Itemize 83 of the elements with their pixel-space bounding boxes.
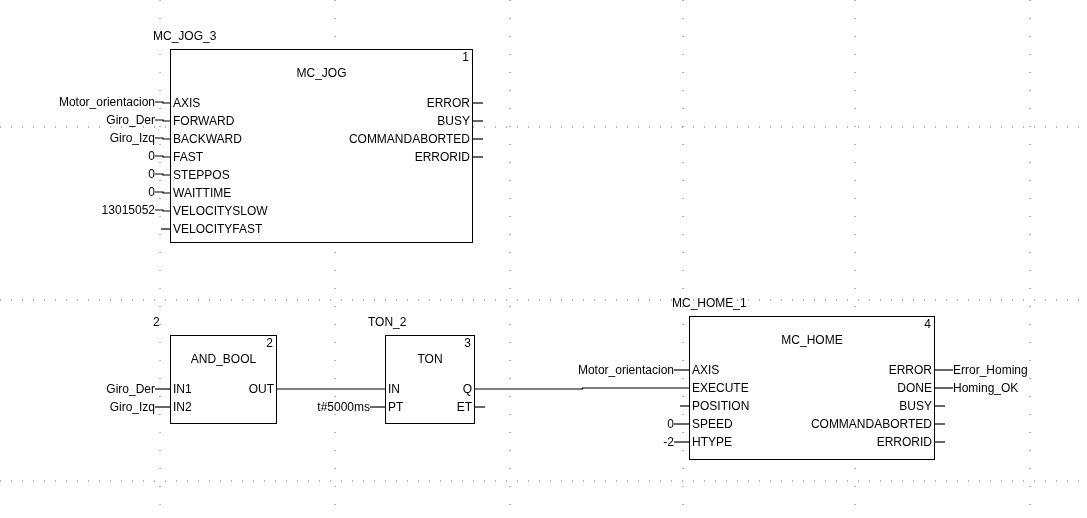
wire: [154, 173, 172, 176]
variable-value: 13015052: [101, 203, 155, 217]
output-pin-label: Q: [462, 382, 475, 396]
input-pin-label: PT: [386, 400, 404, 414]
output-pin-label: ERROR: [888, 363, 935, 377]
variable-value: 0: [148, 185, 155, 199]
input-pin-label: STEPPOS: [171, 168, 230, 182]
instance-name: MC_JOG_3: [153, 29, 217, 43]
wire: [934, 423, 946, 425]
block-number: 3: [464, 336, 471, 350]
wire: [474, 406, 486, 408]
wire: [472, 156, 484, 158]
output-pin-label: BUSY: [899, 399, 935, 413]
input-pin-label: WAITTIME: [171, 186, 232, 200]
input-pin-label: FORWARD: [171, 114, 235, 128]
wire: [673, 423, 691, 425]
instance-name: 2: [153, 315, 160, 329]
block-number: 1: [462, 50, 469, 64]
block-type-name: MC_HOME: [780, 333, 844, 347]
input-pin-label: IN2: [171, 400, 192, 414]
wire: [934, 441, 946, 443]
wire: [934, 405, 946, 407]
variable-value: Giro_Izq: [109, 400, 155, 414]
variable-value: Giro_Der: [106, 382, 155, 396]
variable-value: Homing_OK: [953, 381, 1019, 395]
variable-value: Giro_Der: [106, 113, 155, 127]
input-pin-label: IN: [386, 382, 400, 396]
block-type-name: AND_BOOL: [189, 352, 258, 366]
output-pin-label: OUT: [248, 382, 277, 396]
variable-value: Motor_orientacion: [577, 363, 674, 377]
wire: [154, 137, 172, 140]
variable-value: 0: [148, 149, 155, 163]
variable-value: 0: [667, 417, 674, 431]
block-type-name: TON: [416, 352, 444, 366]
variable-value: 0: [148, 167, 155, 181]
output-pin-label: ERROR: [426, 96, 473, 110]
wire: [369, 406, 387, 408]
wire: [160, 228, 172, 230]
input-pin-label: BACKWARD: [171, 132, 242, 146]
input-pin-label: AXIS: [690, 363, 720, 377]
output-pin-label: DONE: [897, 381, 935, 395]
variable-value: -2: [663, 435, 674, 449]
variable-value: t#5000ms: [317, 400, 370, 414]
wire: [472, 138, 484, 140]
output-pin-label: ERRORID: [414, 150, 473, 164]
output-pin-label: COMMANDABORTED: [810, 417, 935, 431]
variable-value: Error_Homing: [953, 363, 1028, 377]
wire: [472, 102, 484, 104]
wire: [154, 119, 172, 122]
wire: [673, 369, 691, 371]
wire: [934, 369, 954, 371]
input-pin-label: EXECUTE: [690, 381, 749, 395]
input-pin-label: FAST: [171, 150, 203, 164]
output-pin-label: COMMANDABORTED: [348, 132, 473, 146]
input-pin-label: IN1: [171, 382, 192, 396]
wire: [472, 120, 484, 122]
output-pin-label: BUSY: [437, 114, 473, 128]
wire: [934, 387, 954, 389]
block-number: 2: [266, 336, 273, 350]
input-pin-label: VELOCITYFAST: [171, 222, 263, 236]
instance-name: TON_2: [368, 315, 407, 329]
wire: [154, 101, 172, 104]
wire: [154, 406, 172, 408]
block-type-name: MC_JOG: [295, 66, 348, 80]
wire: [474, 387, 691, 390]
block-number: 4: [924, 317, 931, 331]
variable-value: Giro_Izq: [109, 131, 155, 145]
variable-value: Motor_orientacion: [58, 95, 155, 109]
input-pin-label: HTYPE: [690, 435, 732, 449]
wire: [679, 405, 691, 407]
output-pin-label: ET: [456, 400, 475, 414]
wire: [154, 191, 172, 194]
wire: [276, 388, 387, 390]
wire: [154, 209, 172, 212]
input-pin-label: SPEED: [690, 417, 733, 431]
input-pin-label: VELOCITYSLOW: [171, 204, 268, 218]
wire: [154, 155, 172, 158]
wire: [154, 388, 172, 390]
instance-name: MC_HOME_1: [672, 296, 747, 310]
wire: [673, 441, 691, 443]
input-pin-label: AXIS: [171, 96, 201, 110]
input-pin-label: POSITION: [690, 399, 750, 413]
output-pin-label: ERRORID: [876, 435, 935, 449]
